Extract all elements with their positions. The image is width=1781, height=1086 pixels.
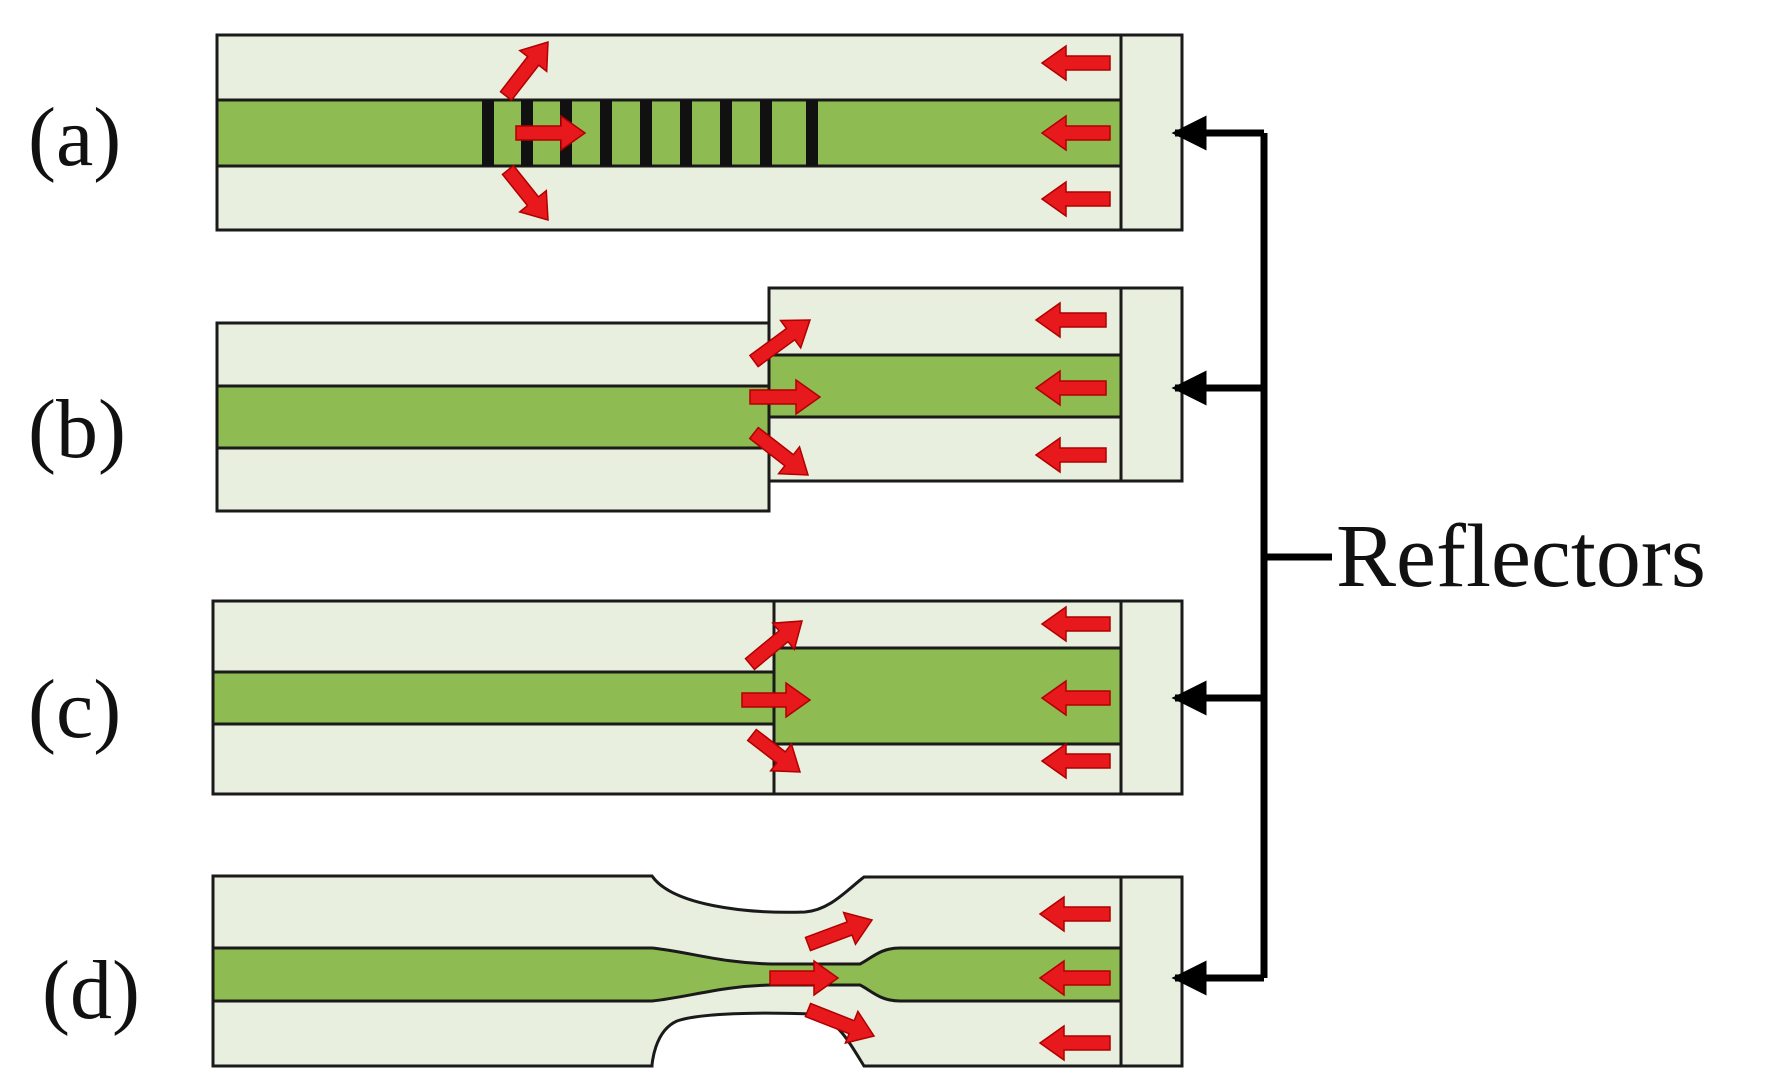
panel-c-fiber (211, 599, 1184, 796)
panel-c-core-left (211, 670, 776, 726)
panel-d-reflect-arrow-2 (1038, 959, 1111, 997)
panel-d-arrow-forward (769, 959, 840, 997)
panel-label-d: (d) (42, 944, 140, 1037)
panel-a-reflector (1119, 33, 1184, 232)
red-arrows (499, 40, 1111, 1062)
panel-d-reflector (1119, 875, 1184, 1068)
panel-d-reflect-arrow-3 (1038, 1024, 1111, 1062)
panel-c-reflect-arrow-3 (1040, 742, 1111, 780)
panel-b-reflect-arrow-3 (1034, 436, 1107, 474)
panel-b-reflector (1119, 286, 1184, 483)
panel-b-arrow-up (748, 319, 812, 368)
panel-a-arrow-up (499, 40, 549, 102)
panel-c-reflect-arrow-2 (1040, 679, 1111, 717)
panel-b-arrow-down (748, 426, 810, 476)
panel-b-arrow-forward (749, 378, 822, 416)
panel-label-b: (b) (28, 383, 126, 476)
panel-c-reflect-arrow-1 (1040, 605, 1111, 643)
panel-a-reflect-arrow-2 (1040, 114, 1111, 152)
panel-c-reflector (1119, 599, 1184, 796)
panel-b-reflect-arrow-2 (1034, 369, 1107, 407)
panel-d-arrow-up (804, 911, 874, 952)
panel-a-fiber (215, 33, 1184, 232)
panel-a-core (215, 98, 1123, 168)
panel-c-arrow-up (744, 620, 804, 671)
panel-b-core-left (215, 384, 771, 450)
panel-d-arrow-down (804, 1002, 876, 1045)
panel-c-arrow-down (746, 728, 802, 773)
panel-b-reflect-arrow-1 (1034, 301, 1107, 339)
panel-b-fiber (215, 286, 1184, 513)
panel-a-arrow-down (501, 164, 549, 222)
panel-c-arrow-forward (741, 681, 812, 719)
panel-a-arrow-forward (515, 114, 587, 152)
panel-a-reflect-arrow-3 (1040, 180, 1111, 218)
panel-label-c: (c) (28, 663, 121, 756)
reflectors-label: Reflectors (1336, 507, 1706, 606)
panel-d-core (211, 946, 1123, 1003)
panel-label-a: (a) (28, 91, 121, 184)
panel-a-reflect-arrow-1 (1040, 44, 1111, 82)
panel-d-fiber (211, 874, 1184, 1068)
panel-d-reflect-arrow-1 (1038, 895, 1111, 933)
reflectors-leader (1171, 115, 1332, 996)
